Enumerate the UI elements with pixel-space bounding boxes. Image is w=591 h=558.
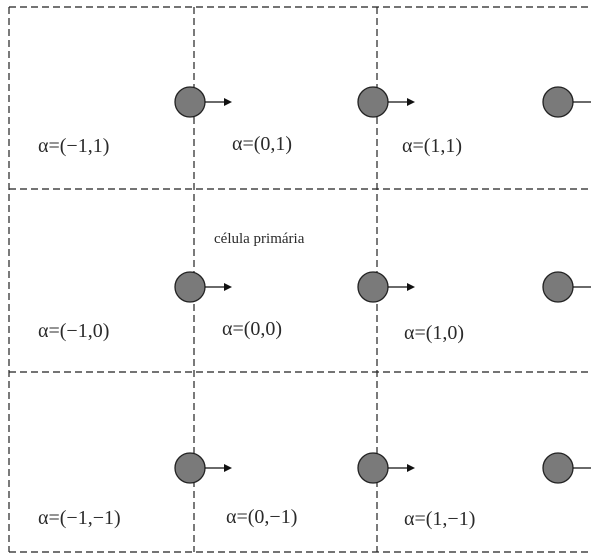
cell-label-alpha-0-1: α=(0,1) (232, 133, 292, 155)
atom-circle (357, 271, 389, 303)
cell-label-alpha-1-0: α=(1,0) (404, 322, 464, 344)
atom-circle (542, 271, 574, 303)
arrow-head-icon (224, 283, 232, 291)
atom-row-top (174, 86, 591, 118)
atom-circle (174, 86, 206, 118)
atom-marker (542, 271, 591, 303)
cell-label-alpha-m1-0: α=(−1,0) (38, 320, 109, 342)
arrow-head-icon (224, 464, 232, 472)
atom-marker (357, 86, 415, 118)
atom-circle (357, 452, 389, 484)
atom-marker (357, 452, 415, 484)
cell-grid (8, 6, 591, 553)
arrow-head-icon (407, 283, 415, 291)
arrow-head-icon (407, 98, 415, 106)
arrow-head-icon (224, 98, 232, 106)
atom-marker (174, 271, 232, 303)
cell-label-alpha-0-m1: α=(0,−1) (226, 506, 297, 528)
atom-marker (174, 86, 232, 118)
arrow-head-icon (407, 464, 415, 472)
atom-circle (174, 271, 206, 303)
cell-label-alpha-0-0: α=(0,0) (222, 318, 282, 340)
primary-cell-caption: célula primária (214, 231, 305, 247)
atom-circle (542, 452, 574, 484)
atom-circle (174, 452, 206, 484)
cell-label-alpha-1-m1: α=(1,−1) (404, 508, 475, 530)
cell-label-alpha-m1-1: α=(−1,1) (38, 135, 109, 157)
atom-circle (357, 86, 389, 118)
atom-marker (357, 271, 415, 303)
atom-marker (542, 86, 591, 118)
atom-circle (542, 86, 574, 118)
atom-row-middle (174, 271, 591, 303)
atom-row-bottom (174, 452, 591, 484)
atom-marker (542, 452, 591, 484)
cell-label-alpha-1-1: α=(1,1) (402, 135, 462, 157)
atom-marker (174, 452, 232, 484)
cell-label-alpha-m1-m1: α=(−1,−1) (38, 507, 121, 529)
